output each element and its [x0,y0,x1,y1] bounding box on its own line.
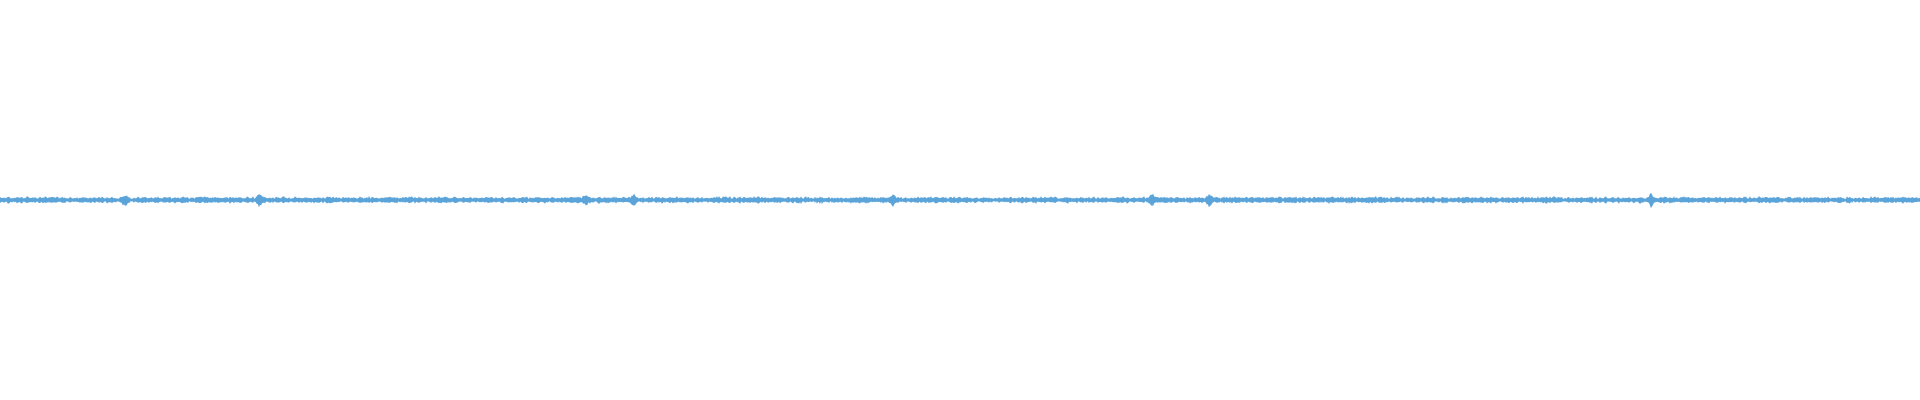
waveform-shape [0,192,1920,209]
